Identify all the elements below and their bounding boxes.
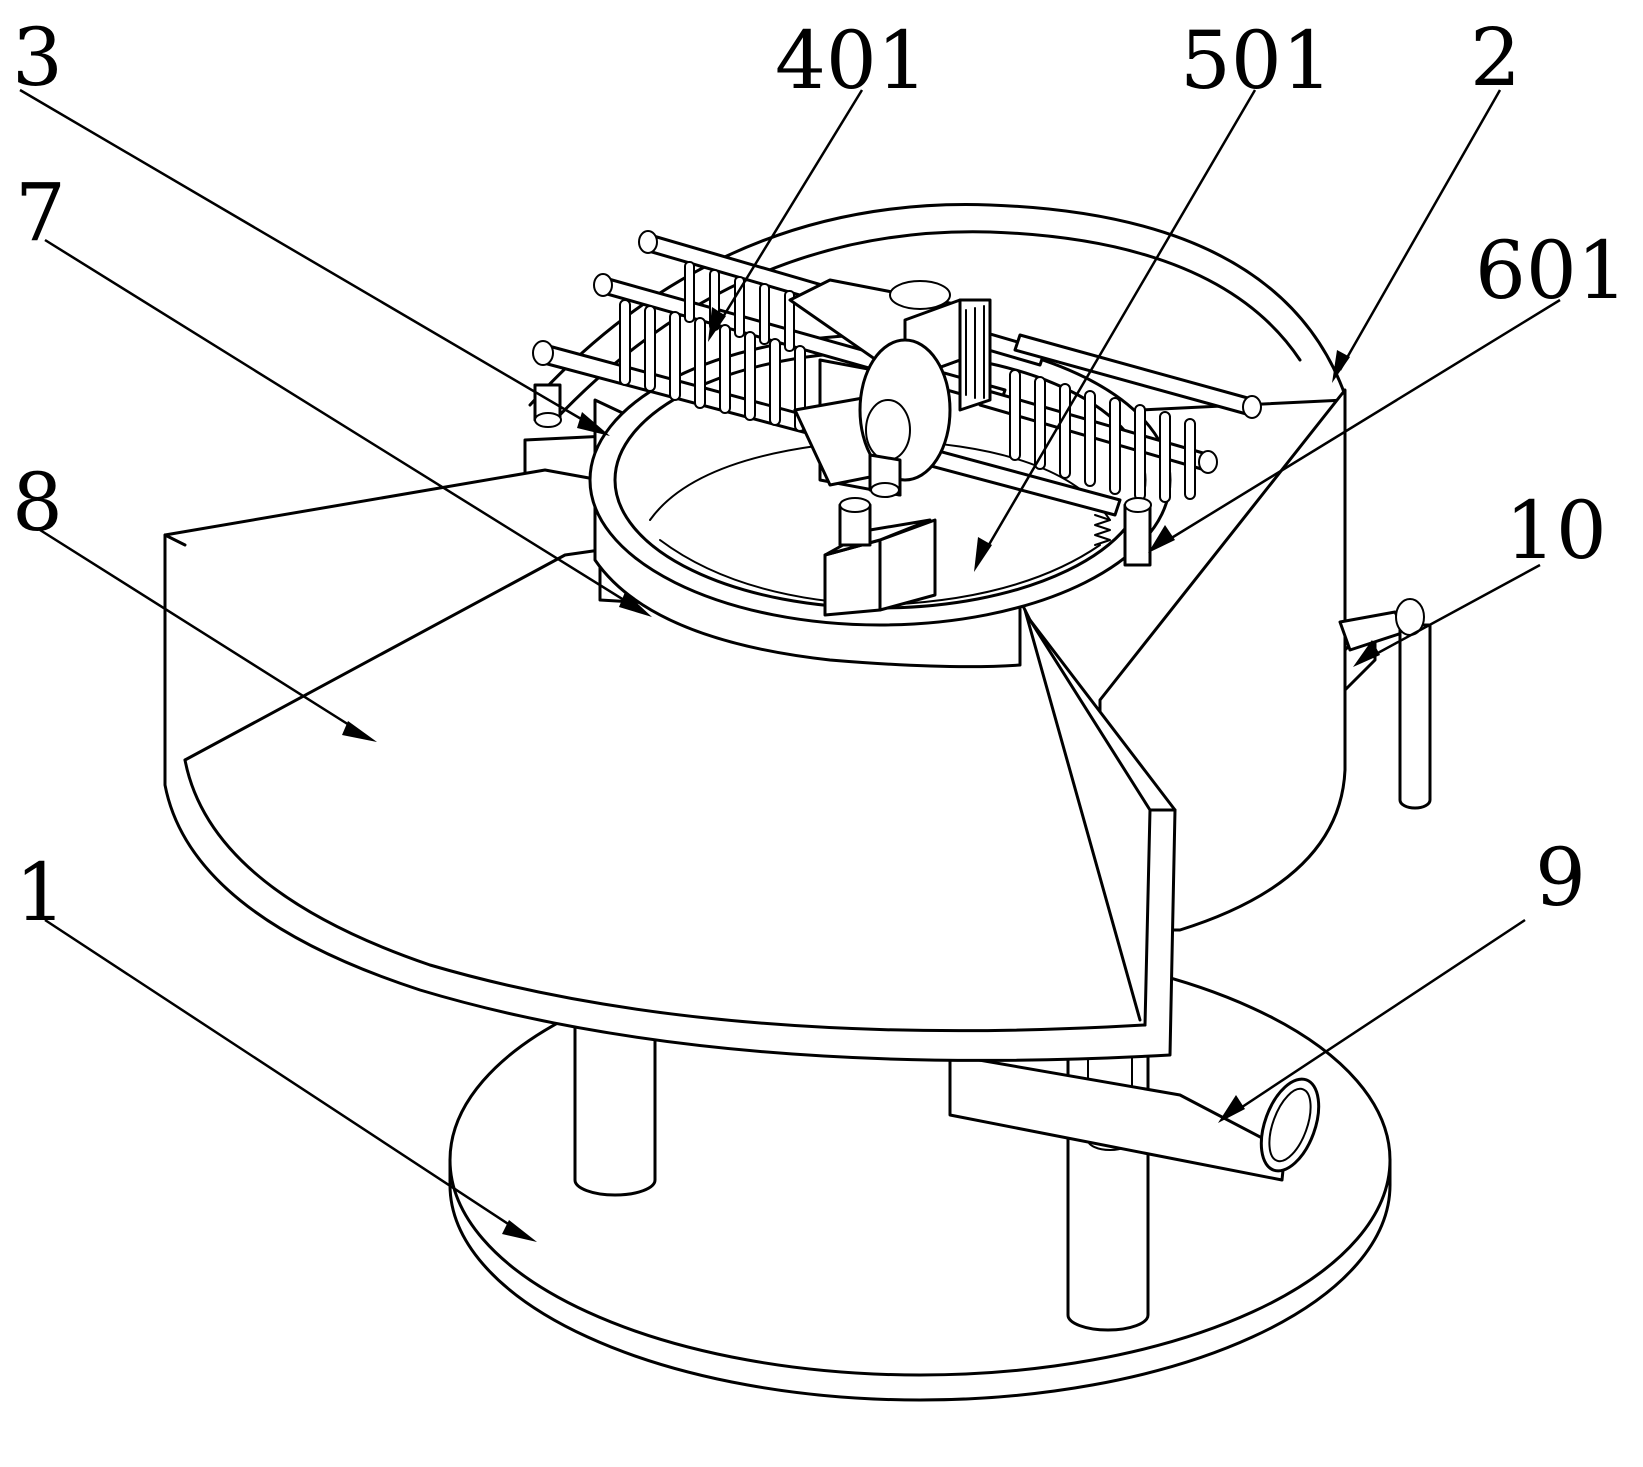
leader-lines <box>19 88 1561 1242</box>
callout-501: 501 <box>1180 14 1333 107</box>
callout-7: 7 <box>15 166 66 259</box>
callout-601: 601 <box>1475 224 1628 317</box>
hopper-funnel <box>163 468 1177 1062</box>
callout-10: 10 <box>1505 484 1607 577</box>
callout-2: 2 <box>1470 11 1521 104</box>
callout-3: 3 <box>12 11 63 104</box>
callout-1: 1 <box>15 846 66 939</box>
spring-damper <box>533 383 1152 567</box>
callout-labels: 3 401 501 2 7 601 8 10 9 1 <box>12 11 1628 939</box>
callout-401: 401 <box>775 14 928 107</box>
side-pipe <box>1338 598 1432 810</box>
callout-8: 8 <box>12 456 63 549</box>
callout-9: 9 <box>1535 831 1586 924</box>
rotor-assembly <box>532 230 1262 617</box>
outlet-pipe <box>948 1053 1321 1182</box>
